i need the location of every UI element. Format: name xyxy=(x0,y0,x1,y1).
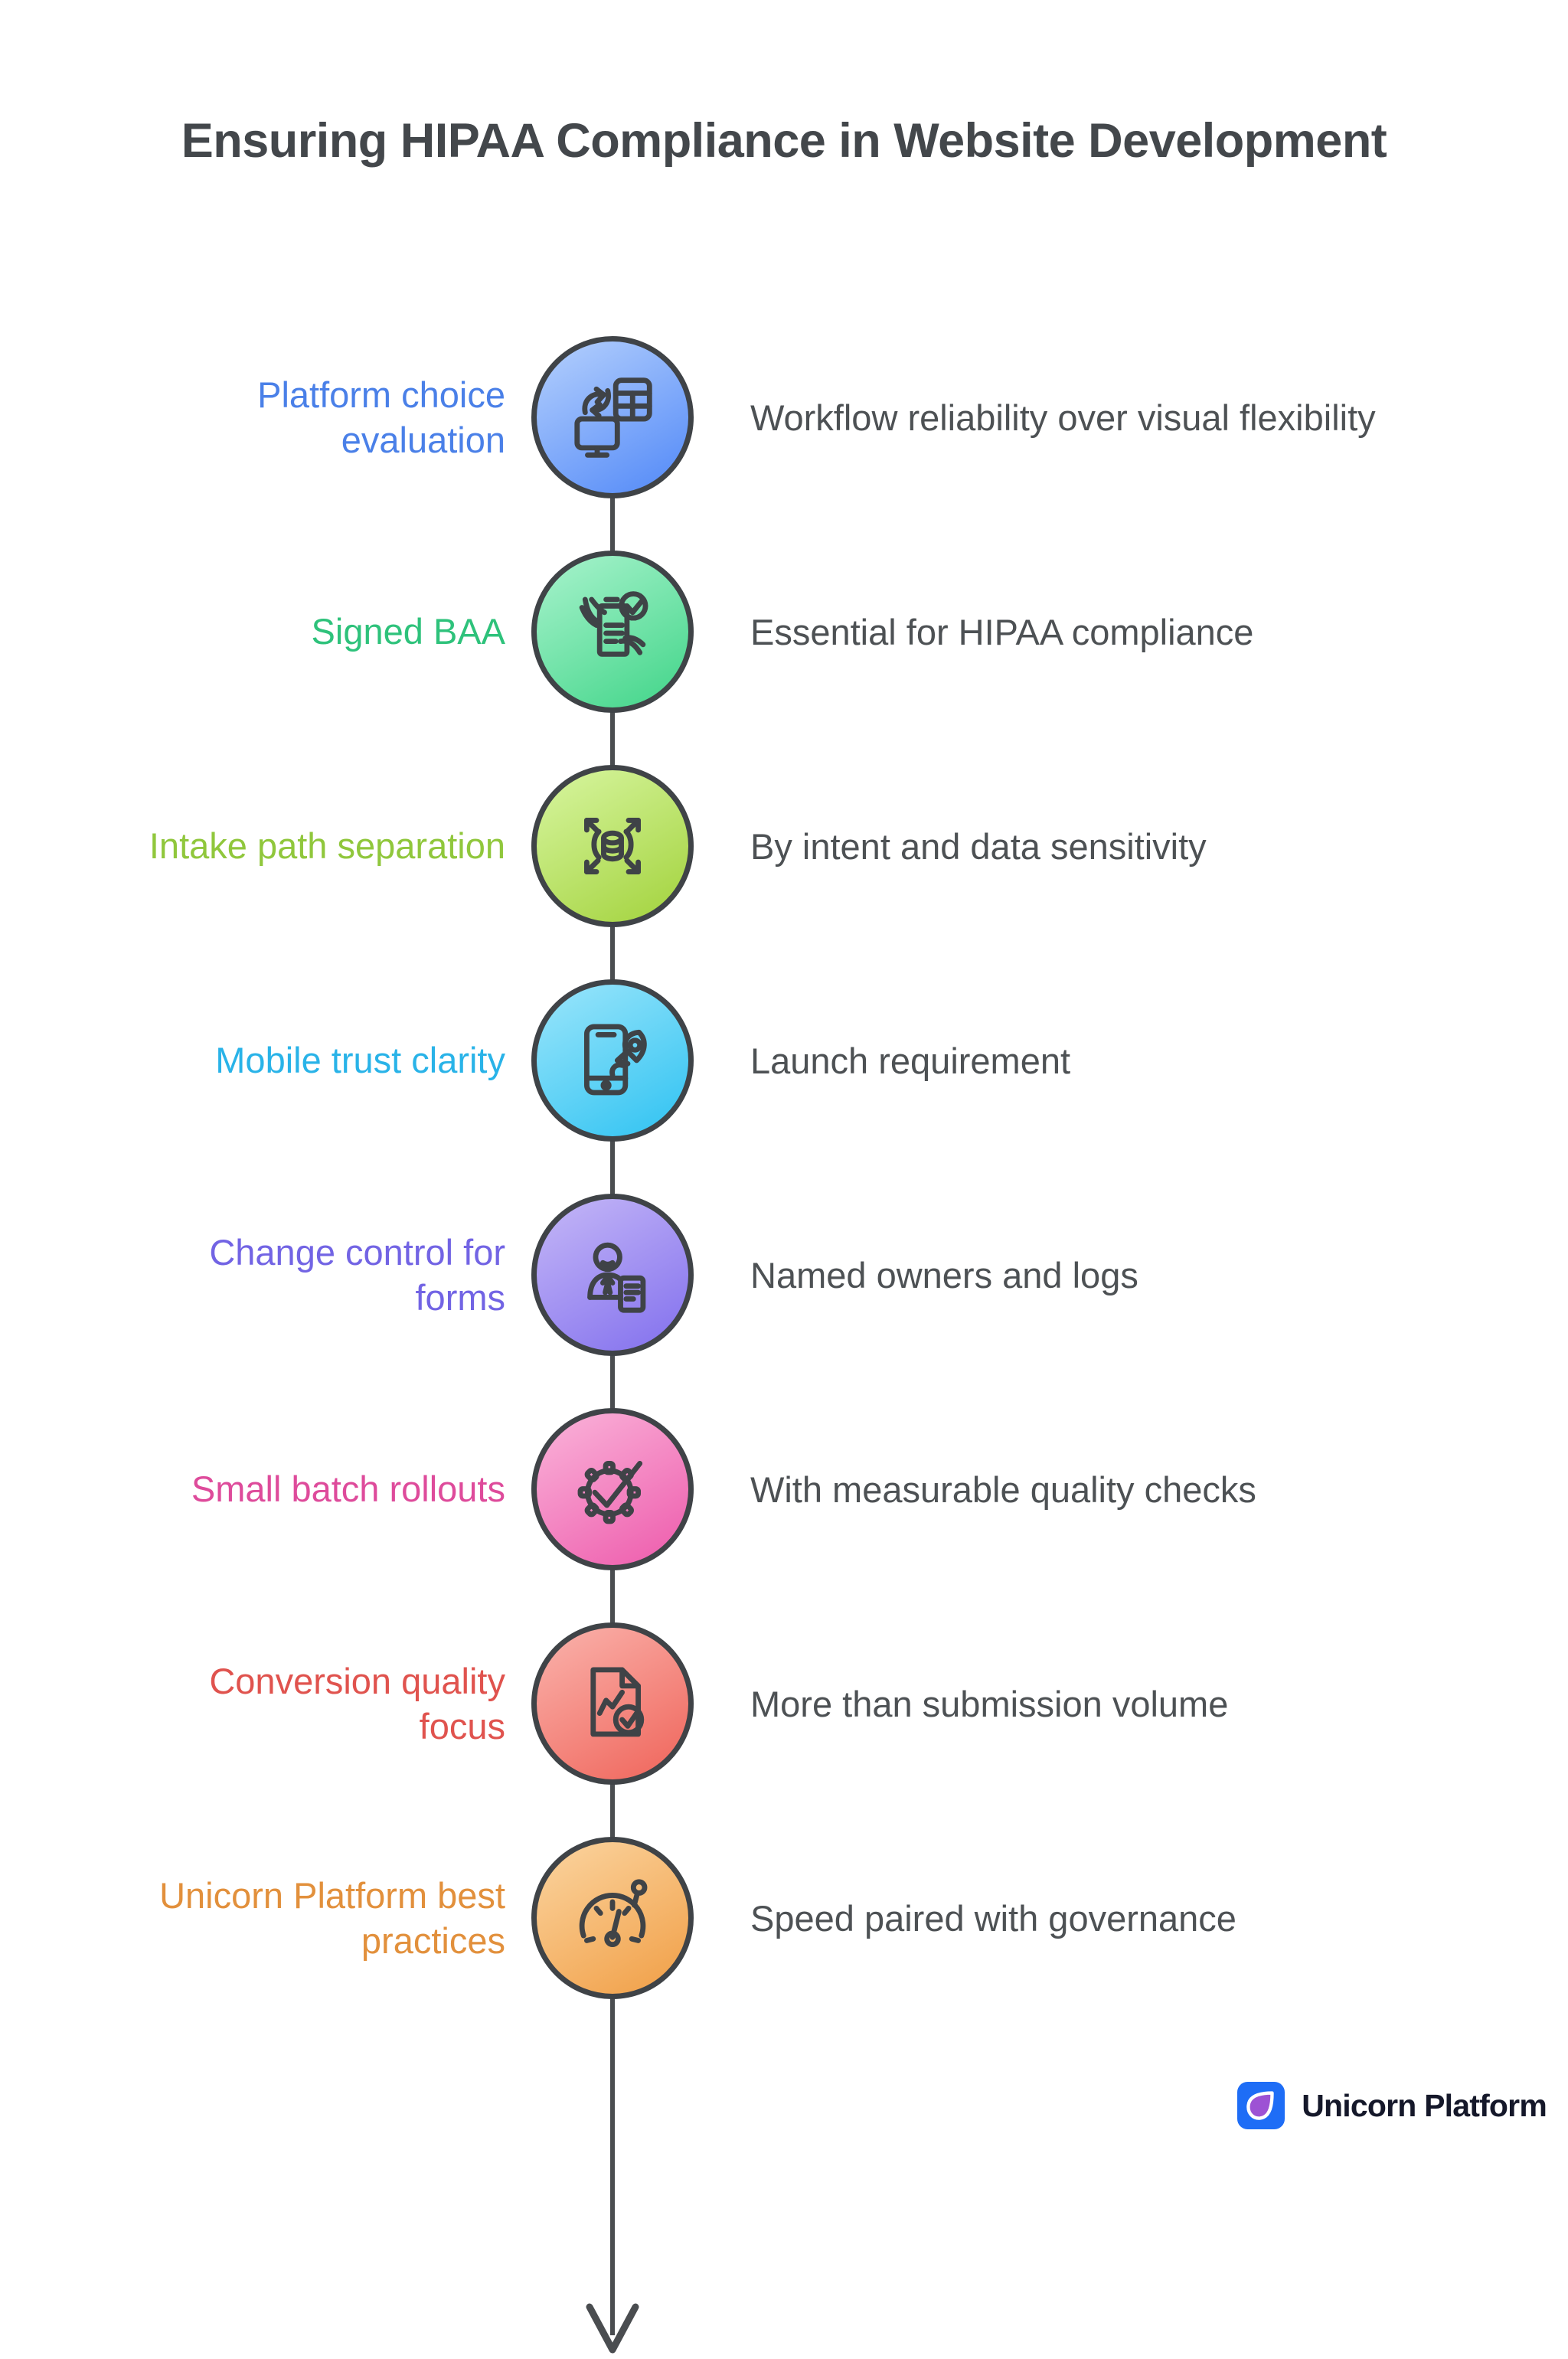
step-label: Conversion quality focus xyxy=(209,1660,505,1746)
step-row: Platform choice evaluation Workflow reli… xyxy=(0,310,1568,524)
gear-check-icon xyxy=(577,1460,643,1524)
step-description: Workflow reliability over visual flexibi… xyxy=(750,397,1376,438)
step-label: Intake path separation xyxy=(149,825,505,867)
step-label: Platform choice evaluation xyxy=(257,374,505,460)
step-description: Speed paired with governance xyxy=(750,1897,1236,1939)
step-icon-circle xyxy=(531,765,694,927)
step-description: With measurable quality checks xyxy=(750,1469,1256,1510)
brand-footer: Unicorn Platform xyxy=(1237,2076,1547,2135)
step-description: Launch requirement xyxy=(750,1040,1071,1081)
step-label: Small batch rollouts xyxy=(191,1469,505,1510)
signed-document-icon xyxy=(579,591,648,657)
step-row: Small batch rollouts xyxy=(0,1382,1568,1596)
timeline: Platform choice evaluation Workflow reli… xyxy=(0,310,1568,2354)
timeline-end-arrow-icon xyxy=(586,2303,639,2354)
step-row: Change control for forms Nam xyxy=(0,1168,1568,1382)
unicorn-platform-logo-icon xyxy=(1237,2082,1285,2129)
step-description: Named owners and logs xyxy=(750,1254,1138,1295)
platform-sync-icon xyxy=(574,377,652,458)
step-label: Unicorn Platform best practices xyxy=(159,1874,505,1961)
step-label: Signed BAA xyxy=(311,611,505,652)
step-row: Signed BAA xyxy=(0,524,1568,739)
step-label: Change control for forms xyxy=(209,1231,505,1318)
data-separation-icon xyxy=(583,817,642,875)
step-description: By intent and data sensitivity xyxy=(750,825,1207,867)
step-icon-circle xyxy=(531,1194,694,1356)
step-description: More than submission volume xyxy=(750,1683,1229,1724)
step-icon-circle xyxy=(531,1837,694,1999)
brand-name: Unicorn Platform xyxy=(1302,2087,1547,2123)
step-icon-circle xyxy=(531,1408,694,1570)
mobile-rocket-icon xyxy=(583,1024,647,1096)
step-icon-circle xyxy=(531,1622,694,1785)
step-label: Mobile trust clarity xyxy=(215,1040,505,1081)
step-icon-circle xyxy=(531,979,694,1142)
step-icon-circle xyxy=(531,551,694,713)
infographic-title: Ensuring HIPAA Compliance in Website Dev… xyxy=(181,114,1387,168)
owner-document-icon xyxy=(587,1242,646,1313)
speedometer-icon xyxy=(579,1879,648,1948)
report-check-icon xyxy=(590,1667,645,1737)
step-icon-circle xyxy=(531,336,694,498)
step-row: Unicorn Platform best practices xyxy=(0,1811,1568,2025)
step-description: Essential for HIPAA compliance xyxy=(750,611,1254,652)
step-row: Conversion quality focus More than submi… xyxy=(0,1596,1568,1811)
step-row: Mobile trust clarity Launch xyxy=(0,953,1568,1168)
step-row: Intake path separation xyxy=(0,739,1568,953)
timeline-connector-line xyxy=(610,417,615,2335)
